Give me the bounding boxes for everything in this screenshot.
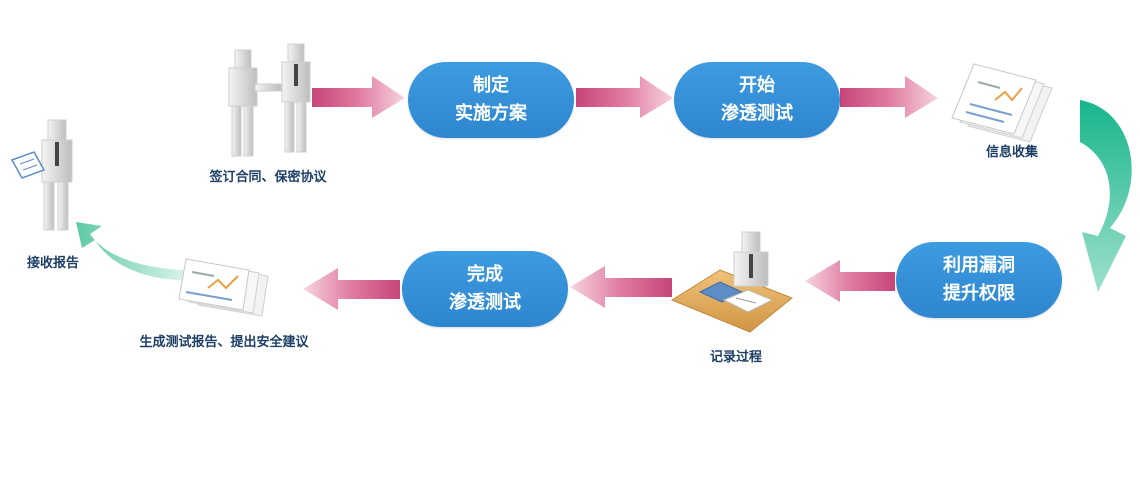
label-generate-report: 生成测试报告、提出安全建议 xyxy=(139,335,309,350)
step-plan-line2: 实施方案 xyxy=(455,103,527,124)
arrow-exploit-to-record xyxy=(805,260,895,302)
step-exploit: 利用漏洞 提升权限 xyxy=(896,242,1062,318)
person-with-report-icon xyxy=(10,119,73,231)
step-complete-test-line2: 渗透测试 xyxy=(449,292,521,313)
arrow-start-to-info xyxy=(840,76,938,118)
report-documents-icon xyxy=(178,258,269,317)
arrow-info-to-exploit xyxy=(1080,100,1132,292)
label-receive-report: 接收报告 xyxy=(26,256,80,271)
step-exploit-line1: 利用漏洞 xyxy=(943,255,1015,276)
step-plan: 制定 实施方案 xyxy=(408,62,574,138)
step-plan-line1: 制定 xyxy=(473,75,509,96)
arrow-complete-to-report xyxy=(303,268,400,310)
label-record: 记录过程 xyxy=(709,350,763,365)
documents-icon xyxy=(951,63,1053,143)
arrow-contract-to-plan xyxy=(312,76,405,118)
person-at-desk-icon xyxy=(670,231,793,333)
arrow-report-to-receive xyxy=(76,222,185,280)
step-start-test-line1: 开始 xyxy=(739,75,775,96)
step-start-test-line2: 渗透测试 xyxy=(721,103,793,124)
step-start-test: 开始 渗透测试 xyxy=(674,62,840,138)
step-exploit-line2: 提升权限 xyxy=(943,283,1015,304)
arrow-record-to-complete xyxy=(570,266,672,308)
step-complete-test: 完成 渗透测试 xyxy=(402,251,568,327)
step-complete-test-line1: 完成 xyxy=(467,264,503,285)
handshake-people-icon xyxy=(228,43,311,157)
label-info-collect: 信息收集 xyxy=(985,145,1039,160)
arrow-plan-to-start xyxy=(576,76,673,118)
label-sign-contract: 签订合同、保密协议 xyxy=(209,170,327,185)
